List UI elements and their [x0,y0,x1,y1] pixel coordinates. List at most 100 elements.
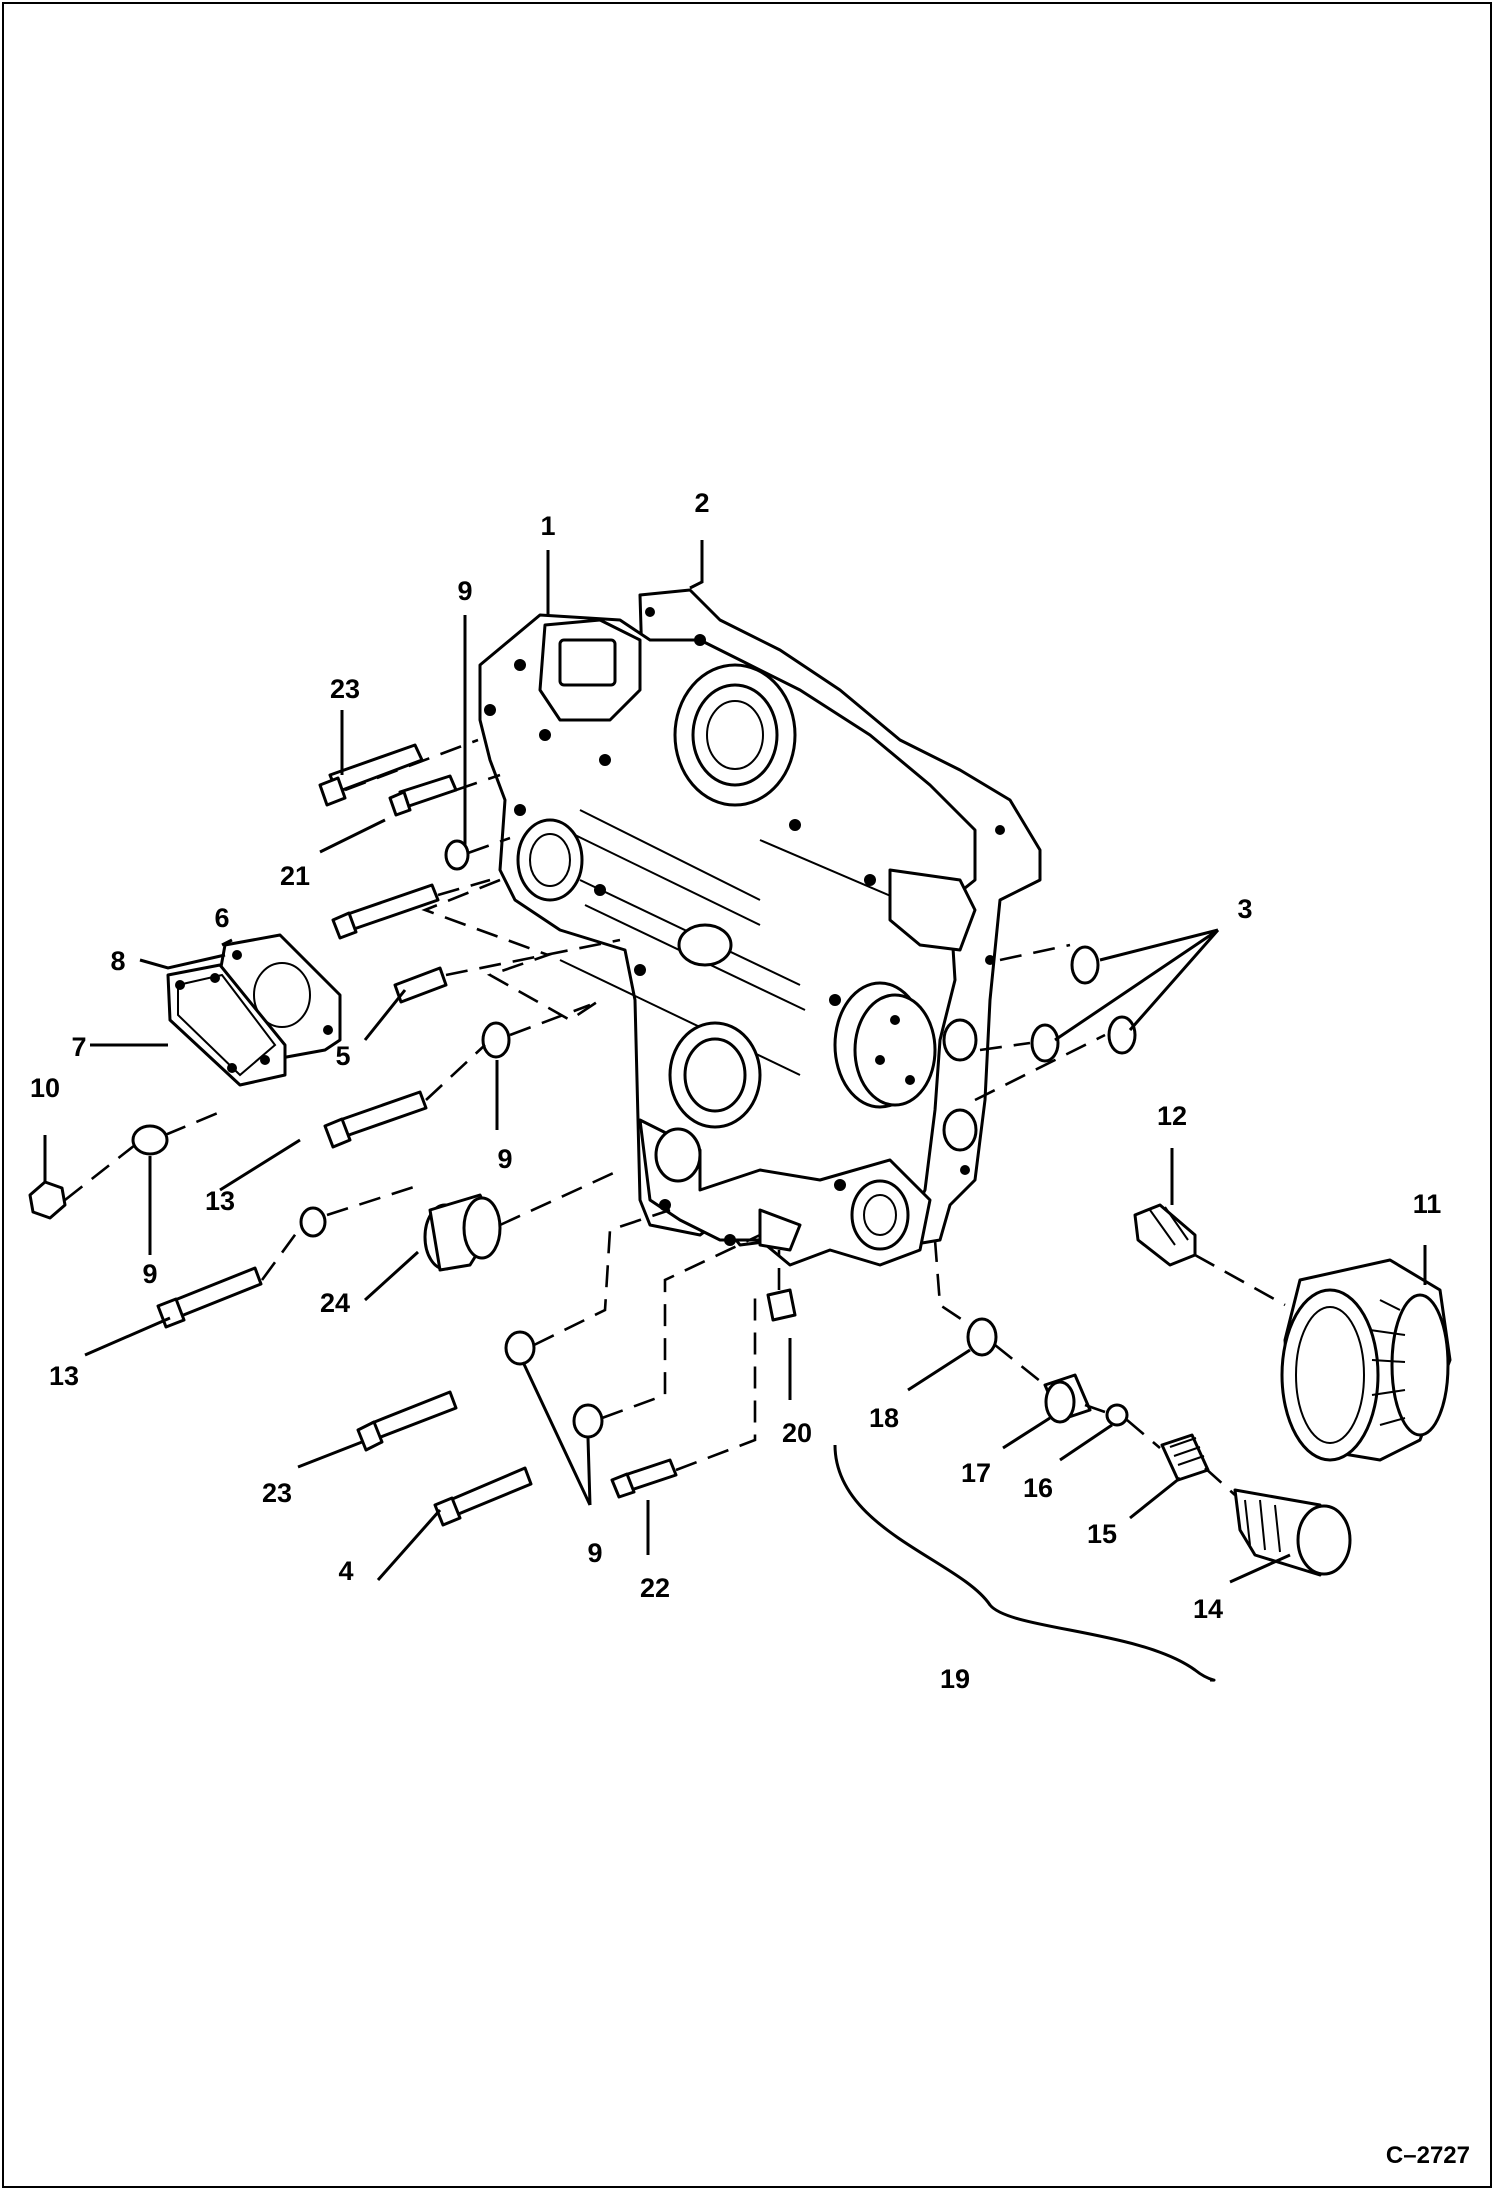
leader-15 [1129,1476,1181,1520]
filter-port-boss [850,1179,910,1251]
left-boss-bore [529,833,571,887]
cover-hole [260,1055,270,1065]
bolt-13-upper-head [323,1117,352,1149]
callout-21: 21 [280,861,310,891]
dash [260,1227,302,1281]
plug-bolt-14-threads [1244,1499,1281,1553]
flange-port [558,638,617,687]
o-rings-3 [1030,945,1137,1063]
callout-1: 1 [540,511,555,541]
dash [1126,1419,1161,1449]
sleeve-17-end [1044,1380,1076,1424]
bolt-13-upper [338,1090,428,1138]
case-hole [834,1179,846,1191]
callout-8: 8 [110,946,125,976]
callout-24: 24 [320,1288,350,1318]
gasket-hole [232,950,242,960]
bolt-23-upper-head [318,776,347,807]
callout-5: 5 [335,1041,350,1071]
leader-24 [363,1250,420,1302]
leader-21 [319,818,386,854]
dash [425,1044,486,1101]
bolt-23-upper [328,743,424,794]
dash [499,1168,621,1227]
case-hole [599,754,611,766]
case-right-lobe [888,868,977,952]
dash [999,943,1071,962]
oil-filter-11-end [1390,1293,1450,1437]
leader-17 [1002,1416,1051,1450]
filter-port-bore [863,1194,897,1236]
callout-13-upper: 13 [205,1186,235,1216]
bolt-middle [343,883,440,932]
case-hole [539,729,551,741]
case-rib-2 [574,834,761,926]
bolt-4-head [433,1496,462,1527]
dash [467,836,511,855]
leader-23b [297,1440,363,1469]
gasket-hole [960,1165,970,1175]
dash [933,1239,971,1327]
cover-plate-group [166,933,342,1087]
dash [994,1343,1046,1387]
bolt-23-lower [370,1390,458,1440]
callout-3: 3 [1237,894,1252,924]
cover-hole [210,973,220,983]
bolt-22-head [610,1472,636,1499]
case-hole [514,659,526,671]
leader-5 [363,989,407,1041]
dash [533,1208,671,1347]
washer-9-lower [299,1206,327,1238]
callout-23-top: 23 [330,674,360,704]
plug-20 [766,1288,797,1322]
washer-9-upper [444,839,470,871]
callout-2: 2 [694,488,709,518]
dash [1084,1403,1106,1414]
callout-9-top: 9 [457,576,472,606]
leader-13a [219,1138,301,1192]
leader-16 [1059,1423,1113,1462]
dash [675,1290,757,1472]
o-ring-18 [966,1317,998,1357]
case-rib-6 [759,839,901,901]
dash [344,738,479,792]
callout-leader-lines [43,540,1427,1682]
callout-12: 12 [1157,1101,1187,1131]
callout-19: 19 [940,1664,970,1694]
cover-hole [227,1063,237,1073]
callout-7: 7 [71,1032,86,1062]
dash [601,1233,761,1420]
bolt-21-head [388,790,412,817]
gasket-6-opening [253,962,311,1028]
case-hole [484,704,496,716]
bolt-23-lower-head [356,1420,384,1452]
case-hole [864,874,876,886]
washer-9-group-a [504,1330,536,1366]
cover-bolt-2 [875,1055,885,1065]
washer-9-group-b [572,1403,604,1439]
oil-filter-11-gasket [1295,1306,1365,1444]
leader-9d [521,1361,592,1506]
dash [164,1108,226,1137]
oil-filter-11-flutes [1369,1299,1406,1426]
lower-left-boss [654,1127,702,1183]
cover-hole [175,980,185,990]
dashed-assembly-lines [64,738,1286,1496]
callout-14: 14 [1193,1594,1223,1624]
callout-17: 17 [961,1458,991,1488]
dash [1194,1253,1286,1307]
left-boss [516,818,584,902]
stud-5 [393,966,448,1004]
callout-6: 6 [214,903,229,933]
leader-6 [221,938,233,947]
washer-9-mid [481,1021,511,1059]
case-hole [724,1234,736,1246]
oil-filter-11-base [1280,1288,1380,1462]
leader-4 [376,1509,442,1581]
upper-bearing-bore [691,683,779,787]
ball-16 [1105,1403,1129,1427]
leader-2 [689,540,704,590]
bolt-middle-head [331,911,358,940]
o-ring-3a [1070,945,1100,985]
drain-spout [758,1208,802,1252]
